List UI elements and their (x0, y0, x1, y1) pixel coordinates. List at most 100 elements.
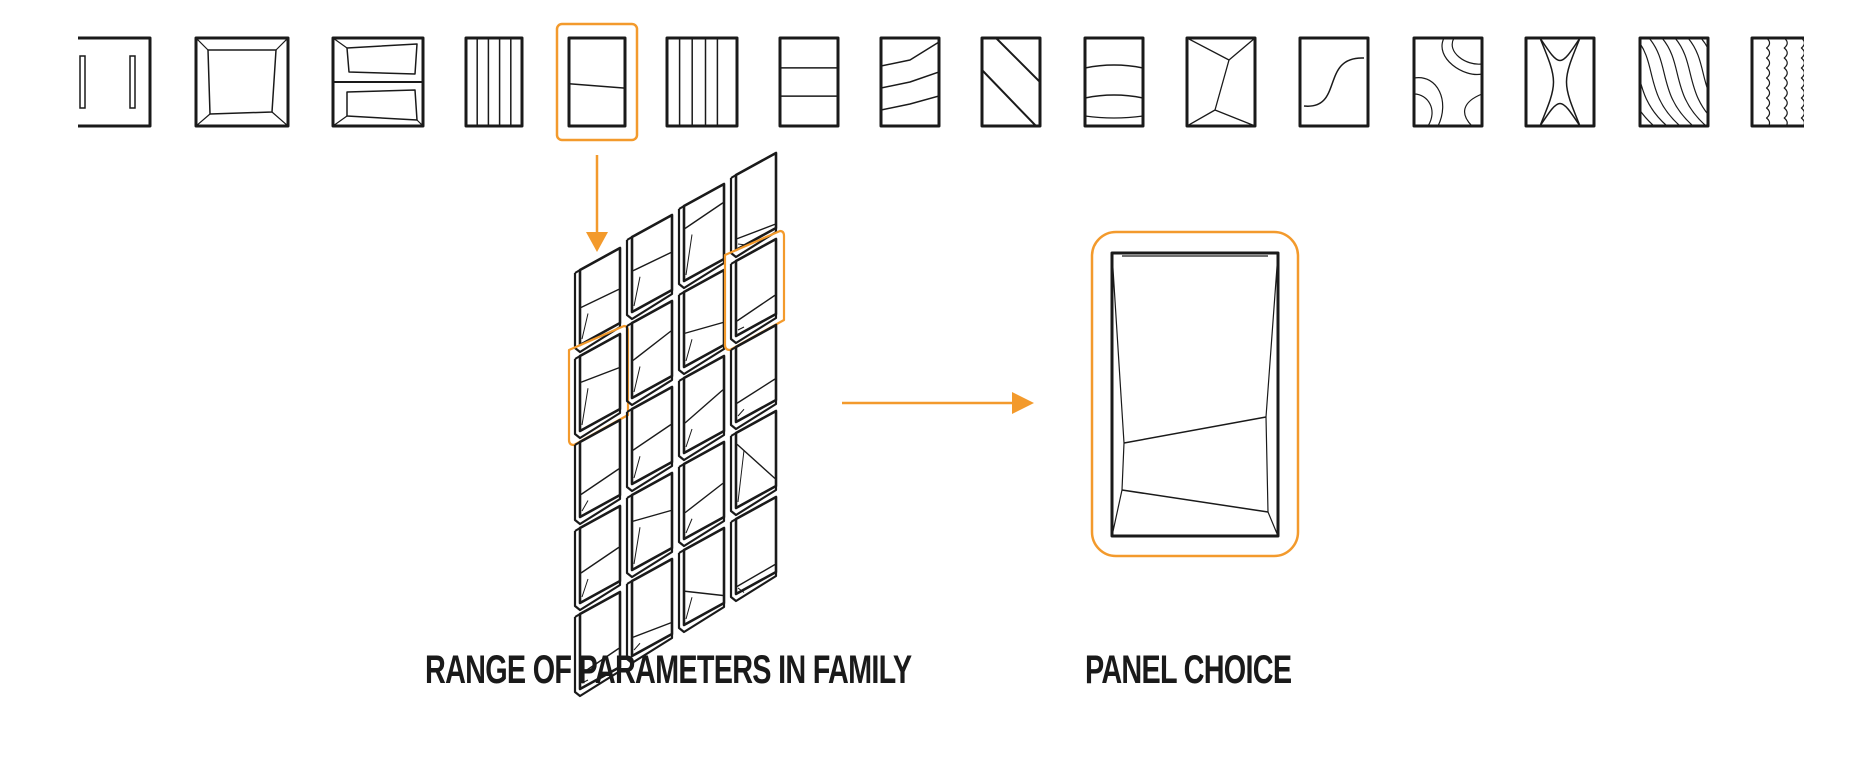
family-panel (573, 418, 622, 526)
panel-facet (633, 642, 641, 651)
selected-tile-highlight (555, 22, 639, 142)
hourglass-curve-panel-tile (1524, 36, 1596, 128)
panel-split (736, 563, 776, 588)
panel-face (578, 332, 622, 433)
vertical-stripes-panel-tile (665, 36, 739, 128)
panel-edge (730, 260, 737, 265)
panel-edge (625, 326, 674, 407)
tile-frame (778, 36, 840, 128)
tile-frame (1083, 36, 1145, 128)
panel-line (1648, 38, 1694, 126)
panel-edge (574, 355, 581, 360)
panel-line (1640, 109, 1655, 126)
highlighted-panel-outline (723, 229, 786, 352)
panel-edge (678, 549, 685, 554)
vertical-stripes-panel-tile (464, 36, 524, 128)
panel-line (346, 89, 418, 121)
panel-line (1765, 38, 1771, 126)
panel-line (1464, 93, 1482, 126)
tile-frame (665, 36, 739, 128)
family-panel (573, 246, 622, 354)
panel-edge (729, 522, 778, 603)
panel-choice-detail (1090, 230, 1300, 558)
family-panel (573, 590, 622, 698)
family-panel (625, 557, 674, 665)
panel-edge (626, 494, 633, 499)
panel-edge (730, 518, 737, 523)
panel-line (1085, 94, 1143, 99)
panel-line (780, 67, 838, 97)
curved-bands-panel-tile (1083, 36, 1145, 128)
panel-line (1085, 115, 1143, 119)
panel-facet (633, 276, 641, 307)
panel-edge (626, 322, 633, 327)
handle-right (129, 55, 136, 109)
panel-face (578, 504, 622, 605)
panel-split (632, 622, 672, 638)
family-panel (625, 385, 674, 493)
panel-edge (573, 531, 622, 612)
panel-edge (677, 553, 726, 634)
family-panel (677, 354, 726, 462)
panel-edge (678, 377, 685, 382)
panel-face (682, 354, 726, 455)
panel-line (881, 95, 939, 111)
panel-facet (685, 339, 693, 362)
panel-edge (573, 359, 622, 440)
family-panel (625, 213, 674, 321)
panel-face (578, 590, 622, 691)
family-panel (625, 299, 674, 407)
panel-line (1687, 38, 1708, 93)
panel-facet (581, 388, 589, 426)
panel-line (1451, 38, 1482, 65)
tile-frame (464, 36, 524, 128)
panel-facet (737, 243, 745, 246)
panel-split (632, 423, 672, 451)
panel-split (632, 251, 672, 272)
panel-split (736, 223, 776, 240)
panel-facet (633, 456, 641, 479)
selection-down-arrow (586, 155, 608, 252)
choice-highlight (1090, 230, 1300, 558)
family-panel (729, 409, 778, 517)
panel-edge (625, 412, 674, 493)
panel-facet (1121, 489, 1269, 513)
panel-edge (626, 580, 633, 585)
panel-facet (581, 578, 589, 598)
angled-steps-panel-tile (879, 36, 941, 128)
s-curve-panel-tile (1298, 36, 1370, 128)
arrow-head (586, 232, 608, 252)
choice-right-arrow (842, 392, 1034, 414)
tile-frame (1298, 36, 1370, 128)
panel-line (1640, 78, 1668, 126)
panel-split (736, 294, 776, 322)
panel-edge (729, 350, 778, 431)
panel-line (1085, 64, 1143, 69)
panel-edge (626, 236, 633, 241)
panel-facet (685, 597, 693, 620)
panel-line (1783, 38, 1788, 126)
panel-edge (574, 441, 581, 446)
panel-line (1303, 57, 1365, 107)
vertical-handles-panel-tile (78, 36, 152, 128)
panel-split (580, 367, 620, 383)
family-panel (677, 440, 726, 548)
panel-edge (729, 178, 778, 259)
tile-frame (331, 36, 425, 128)
tile-frame (1412, 36, 1484, 128)
family-panel (729, 495, 778, 603)
panel-face (630, 557, 674, 658)
tile-frame (567, 36, 627, 128)
choice-panel-frame (1110, 251, 1280, 538)
panel-edge (730, 174, 737, 179)
panel-split (632, 509, 672, 522)
panel-edge (678, 463, 685, 468)
panel-edge (573, 273, 622, 354)
diagonal-lines-panel-tile (980, 36, 1042, 128)
panel-line (1187, 59, 1255, 126)
panel-bevel (1265, 252, 1279, 513)
panel-facet (737, 450, 745, 503)
tile-frame (1750, 36, 1804, 128)
panel-facet (737, 408, 745, 417)
family-panel (729, 323, 778, 431)
